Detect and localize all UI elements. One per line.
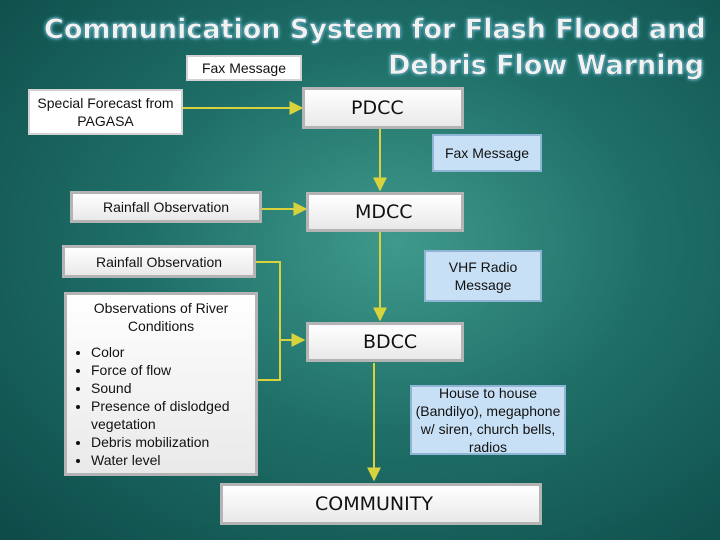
diagram-title-line2: Debris Flow Warning [388,50,705,82]
list-item: Presence of dislodged vegetation [91,397,255,433]
bdcc-box: BDCC [306,322,464,362]
line-river-to-bdcc [258,340,281,381]
rainfall-observation-box-1: Rainfall Observation [70,191,262,223]
community-box: COMMUNITY [220,483,542,525]
vhf-radio-note: VHF Radio Message [424,250,542,302]
river-observations-list: Color Force of flow Sound Presence of di… [67,343,255,469]
list-item: Force of flow [91,361,255,379]
list-item: Water level [91,451,255,469]
line-rainfall2-to-bdcc [256,261,281,340]
special-forecast-box: Special Forecast from PAGASA [28,89,183,135]
diagram-title-line1: Communication System for Flash Flood and [44,14,706,46]
river-observations-box: Observations of River Conditions Color F… [64,292,258,476]
mdcc-box: MDCC [306,192,464,232]
list-item: Sound [91,379,255,397]
house-to-house-note: House to house (Bandilyo), megaphone w/ … [410,385,566,455]
pdcc-box: PDCC [302,87,464,129]
list-item: Color [91,343,255,361]
list-item: Debris mobilization [91,433,255,451]
rainfall-observation-box-2: Rainfall Observation [62,245,256,278]
river-observations-title: Observations of River Conditions [93,300,229,334]
fax-message-top-label: Fax Message [186,55,302,81]
fax-message-right-note: Fax Message [432,134,542,172]
